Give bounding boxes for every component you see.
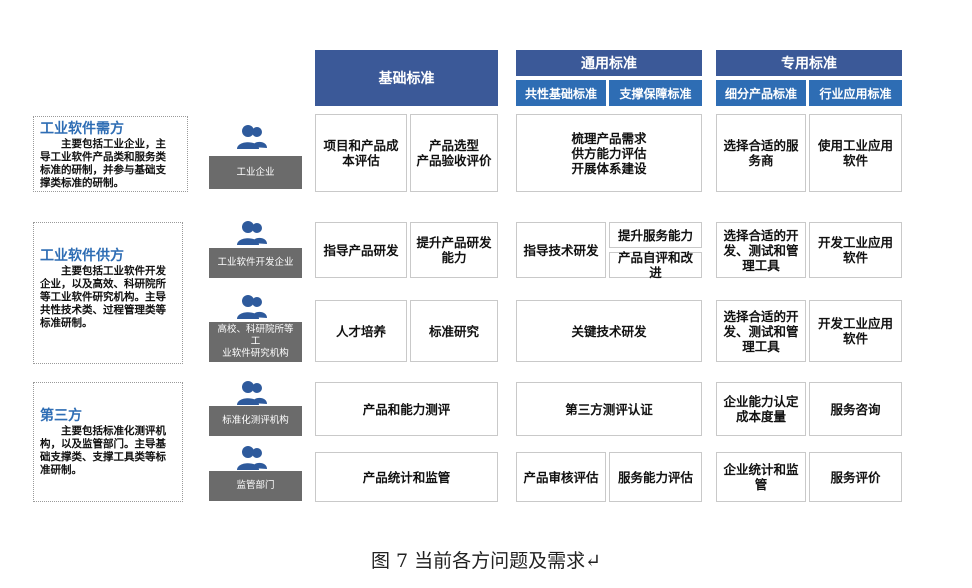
cell-product-statistics: 产品统计和监管 <box>315 452 498 502</box>
cell-service-consulting: 服务咨询 <box>809 382 902 436</box>
group-title: 第三方 <box>40 408 82 424</box>
users-icon <box>232 443 272 473</box>
cell-develop-software: 开发工业应用 软件 <box>809 300 902 362</box>
actor-label: 工业软件开发企业 <box>209 248 302 278</box>
group-third-party: 第三方 主要包括标准化测评机 构，以及监管部门。主导基 础支撑类、支撑工具类等标… <box>33 382 183 502</box>
cell-develop-software: 开发工业应用 软件 <box>809 222 902 278</box>
group-demand-side: 工业软件需方 主要包括工业企业，主 导工业软件产品类和服务类 标准的研制，并参与… <box>33 116 188 192</box>
cell-product-capability-test: 产品和能力测评 <box>315 382 498 436</box>
cell-choose-provider: 选择合适的服 务商 <box>716 114 806 192</box>
header-special-standard: 专用标准 <box>716 50 902 76</box>
figure-caption: 图 7 当前各方问题及需求↵ <box>370 550 602 572</box>
cell-product-selection: 产品选型 产品验收评价 <box>410 114 498 192</box>
users-icon <box>232 292 272 322</box>
header-general-standard: 通用标准 <box>516 50 702 76</box>
subheader-product-segment: 细分产品标准 <box>716 80 806 106</box>
cell-service-evaluation: 服务评价 <box>809 452 902 502</box>
group-description: 主要包括工业企业，主 导工业软件产品类和服务类 标准的研制，并参与基础支 撑类标… <box>40 138 166 189</box>
cell-enterprise-statistics: 企业统计和监 管 <box>716 452 806 502</box>
subheader-support-guarantee: 支撑保障标准 <box>609 80 702 106</box>
cell-talent-training: 人才培养 <box>315 300 407 362</box>
group-title: 工业软件供方 <box>40 248 124 264</box>
group-description: 主要包括标准化测评机 构，以及监管部门。主导基 础支撑类、支撑工具类等标 准研制… <box>40 425 166 476</box>
cell-guide-tech-rd: 指导技术研发 <box>516 222 606 278</box>
cell-improve-rd-capability: 提升产品研发 能力 <box>410 222 498 278</box>
header-basic-standard: 基础标准 <box>315 50 498 106</box>
group-title: 工业软件需方 <box>40 121 124 137</box>
users-icon <box>232 218 272 248</box>
users-icon <box>232 122 272 152</box>
actor-label: 标准化测评机构 <box>209 406 302 436</box>
subheader-common-basic: 共性基础标准 <box>516 80 606 106</box>
subheader-industry-application: 行业应用标准 <box>809 80 902 106</box>
cell-third-party-certification: 第三方测评认证 <box>516 382 702 436</box>
actor-label: 高校、科研院所等工 业软件研究机构 <box>209 322 302 362</box>
cell-self-evaluation: 产品自评和改进 <box>609 250 702 280</box>
cell-choose-tools: 选择合适的开 发、测试和管 理工具 <box>716 222 806 278</box>
cell-service-capability-eval: 服务能力评估 <box>609 452 702 502</box>
actor-label: 监管部门 <box>209 471 302 501</box>
cell-cost-evaluation: 项目和产品成 本评估 <box>315 114 407 192</box>
actor-label: 工业企业 <box>209 156 302 189</box>
cell-choose-tools: 选择合适的开 发、测试和管 理工具 <box>716 300 806 362</box>
cell-standard-research: 标准研究 <box>410 300 498 362</box>
group-description: 主要包括工业软件开发 企业，以及高效、科研院所 等工业软件研究机构。主导 共性技… <box>40 265 166 329</box>
cell-capability-cost: 企业能力认定 成本度量 <box>716 382 806 436</box>
cell-use-software: 使用工业应用 软件 <box>809 114 902 192</box>
cell-improve-service: 提升服务能力 <box>609 222 702 248</box>
cell-guide-product-rd: 指导产品研发 <box>315 222 407 278</box>
cell-requirements-review: 梳理产品需求 供方能力评估 开展体系建设 <box>516 114 702 192</box>
cell-key-tech-rd: 关键技术研发 <box>516 300 702 362</box>
users-icon <box>232 378 272 408</box>
group-supply-side: 工业软件供方 主要包括工业软件开发 企业，以及高效、科研院所 等工业软件研究机构… <box>33 222 183 364</box>
cell-product-audit: 产品审核评估 <box>516 452 606 502</box>
